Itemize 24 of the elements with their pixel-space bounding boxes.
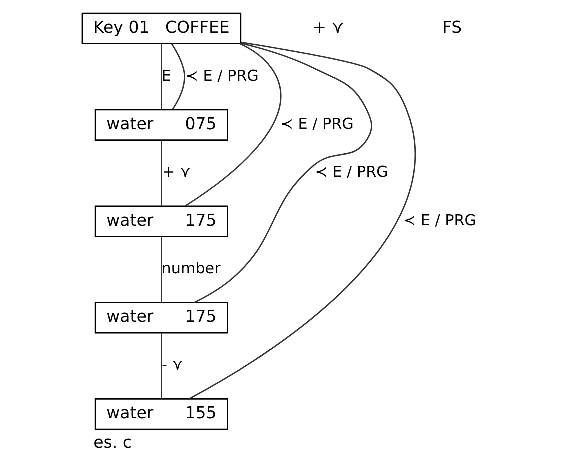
- node-box: water 075: [94, 109, 228, 141]
- node-box: water 175: [94, 206, 228, 238]
- connector: [170, 44, 185, 110]
- caption: es. c: [93, 433, 132, 452]
- connector: [160, 44, 162, 110]
- edge-label: - ⋎: [162, 356, 183, 374]
- edge-label: + ⋎: [162, 163, 191, 182]
- edge-label: E: [161, 66, 171, 85]
- edge-label: ≺ E / PRG: [402, 211, 476, 230]
- connector: [160, 236, 162, 303]
- connector: [184, 43, 282, 207]
- connector: [188, 42, 415, 400]
- edge-label: ≺ E / PRG: [280, 114, 354, 133]
- node-box: water 175: [94, 302, 228, 334]
- edge-label: ≺ E / PRG: [314, 163, 388, 182]
- edge-label: number: [161, 260, 220, 278]
- connector: [160, 333, 162, 400]
- connector: [194, 42, 372, 304]
- node-box: Key 01 COFFEE: [81, 12, 242, 45]
- label: FS: [442, 18, 462, 37]
- edge-label: ≺ E / PRG: [185, 66, 258, 85]
- node-box: water 155: [94, 398, 228, 430]
- connector: [160, 140, 162, 206]
- label: + ⋎: [312, 18, 344, 37]
